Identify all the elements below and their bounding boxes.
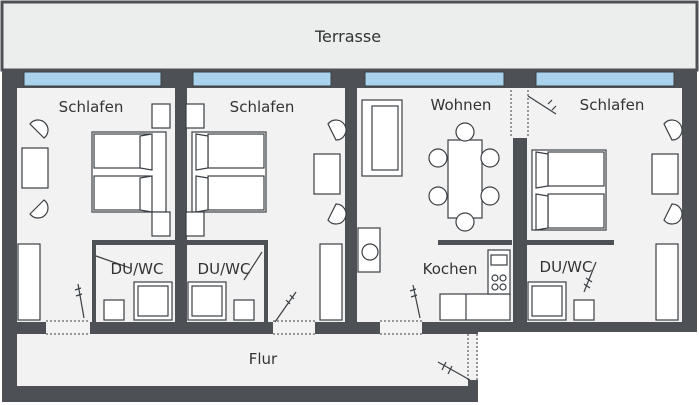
door-thresholds [46, 90, 529, 380]
bed-mattress [547, 151, 605, 187]
door-opening [466, 334, 478, 380]
desk [21, 147, 49, 189]
wardrobe [17, 243, 41, 321]
window [535, 71, 675, 87]
nightstand [185, 103, 205, 129]
chair [663, 119, 683, 141]
door-opening [46, 320, 90, 336]
window [364, 71, 505, 87]
bed-pillow [139, 133, 153, 171]
sink [573, 299, 595, 321]
bed-pillow [195, 133, 209, 171]
bedroom-1-furniture [17, 103, 171, 321]
room-label-kitchen: Kochen [423, 260, 478, 278]
door-openings [46, 320, 478, 380]
bedroom-2-furniture [185, 103, 347, 321]
door-opening [273, 320, 315, 336]
chair [29, 119, 49, 139]
room-label-bedroom-1: Schlafen [59, 98, 124, 116]
chair [327, 119, 347, 141]
room-label-corridor: Flur [249, 350, 278, 368]
room-label-bath-3: DU/WC [540, 258, 593, 276]
room-label-bath-2: DU/WC [198, 260, 251, 278]
bed-pillow [535, 193, 549, 231]
bed-pillow [195, 175, 209, 213]
room-label-bedroom-2: Schlafen [230, 98, 295, 116]
bedroom-3-furniture [531, 119, 683, 321]
room-label-terrace: Terrasse [314, 27, 381, 46]
bed-pillow [139, 175, 153, 213]
desk [313, 153, 341, 195]
bed-mattress [207, 175, 265, 211]
chair [327, 203, 347, 225]
chair [480, 148, 500, 168]
floor-corridor [17, 334, 468, 386]
kitchen-furniture [439, 249, 511, 321]
chair [663, 203, 683, 225]
tv-icon [361, 243, 379, 261]
wardrobe [655, 243, 679, 321]
chair [455, 122, 475, 142]
nightstand [151, 103, 171, 129]
chair [428, 148, 448, 168]
nightstand [151, 211, 171, 237]
window [192, 71, 332, 87]
bed-mattress [547, 193, 605, 229]
desk [651, 153, 679, 195]
nightstand [185, 211, 205, 237]
floor-living-extension [511, 88, 529, 138]
chair [428, 186, 448, 206]
sink [103, 299, 125, 321]
dining-table [447, 139, 483, 219]
windows [23, 71, 675, 87]
chair [29, 199, 49, 219]
room-label-bath-1: DU/WC [111, 260, 164, 278]
chair [480, 186, 500, 206]
bathroom-partitions [92, 240, 614, 322]
room-label-bedroom-3: Schlafen [580, 96, 645, 114]
window [23, 71, 162, 87]
living-furniture [357, 99, 500, 273]
terrace [0, 0, 699, 72]
wardrobe [319, 243, 343, 321]
bed-mattress [207, 133, 265, 169]
chair [455, 212, 475, 232]
sofa-seat [371, 105, 399, 171]
door-opening [380, 320, 422, 336]
sink [233, 299, 255, 321]
door-swings [74, 95, 597, 381]
counter [439, 293, 511, 321]
bathroom-fixtures [103, 281, 595, 321]
bed-pillow [535, 151, 549, 189]
room-label-living: Wohnen [431, 96, 492, 114]
